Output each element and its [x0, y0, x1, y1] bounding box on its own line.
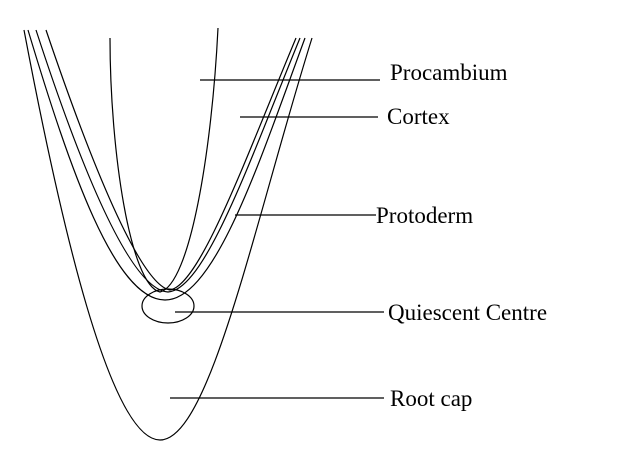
protoderm-outer-line	[27, 29, 306, 301]
root-cap-label: Root cap	[390, 386, 472, 411]
quiescent-centre-shape	[141, 288, 195, 324]
procambium-boundary	[109, 27, 219, 293]
cortex-boundary	[45, 29, 297, 291]
procambium-label: Procambium	[390, 60, 508, 85]
quiescent-centre-label: Quiescent Centre	[388, 300, 547, 325]
cortex-label: Cortex	[387, 104, 450, 129]
protoderm-inner-line	[35, 29, 301, 293]
protoderm-label: Protoderm	[376, 203, 473, 228]
